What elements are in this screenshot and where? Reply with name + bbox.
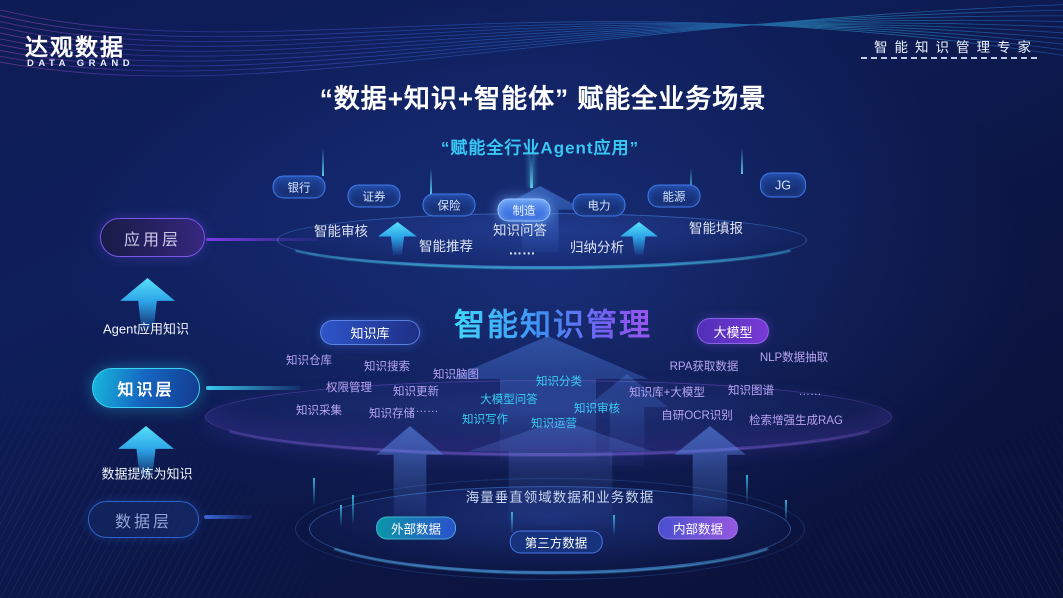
data-caption: 海量垂直领域数据和业务数据 [465, 490, 655, 505]
caption-data-knowledge: 数据提炼为知识 [101, 466, 193, 482]
caption-agent-knowledge: Agent应用知识 [103, 321, 189, 337]
knowledge-keyword-cyan: 知识审核 [574, 403, 620, 415]
industry-pill-highlighted: 制造 [497, 198, 551, 222]
layer-pill-application: 应用层 [100, 218, 205, 257]
industry-pill: 证券 [347, 184, 401, 208]
app-function: 智能审核 [314, 224, 368, 239]
knowledge-keyword-ellipsis: …… [415, 403, 439, 415]
knowledge-keyword-cyan: 知识运营 [531, 415, 577, 431]
data-source-pill: 第三方数据 [509, 530, 603, 554]
knowledge-title: 智能知识管理 [454, 300, 652, 345]
knowledge-keyword: 检索增强生成RAG [749, 415, 843, 427]
tick-line [340, 505, 342, 527]
connector-line-knowledge [206, 386, 301, 390]
knowledge-keyword: 知识仓库 [286, 355, 332, 367]
knowledge-keyword: 自研OCR识别 [661, 410, 733, 422]
tick-line [511, 512, 513, 534]
industry-pill: 电力 [572, 193, 626, 217]
tagline: 智能知识管理专家 [874, 40, 1038, 55]
logo-cn: 达观数据 [25, 34, 125, 60]
connector-line-data [204, 515, 252, 519]
knowledge-keyword: 知识脑图 [433, 369, 479, 381]
knowledge-keyword: 知识搜索 [364, 361, 410, 373]
drop-line-center [530, 150, 533, 188]
app-function-ellipsis: …… [508, 242, 536, 258]
knowledge-keyword: 知识库+大模型 [629, 387, 705, 399]
knowledge-keyword: NLP数据抽取 [759, 352, 829, 364]
industry-pill: 银行 [272, 175, 326, 199]
tick-line [746, 475, 748, 503]
knowledge-keyword-cyan: 知识写作 [462, 414, 508, 426]
app-function: 智能填报 [689, 221, 743, 236]
logo-en: DATA GRAND [27, 58, 135, 69]
tick-line [313, 478, 315, 506]
layer-pill-knowledge: 知识层 [92, 368, 200, 408]
application-ellipse-glow [277, 213, 809, 269]
knowledge-keyword-cyan: 大模型问答 [480, 394, 538, 406]
data-source-pill: 外部数据 [375, 516, 457, 540]
app-function: 归纳分析 [570, 240, 624, 255]
app-function: 智能推荐 [419, 239, 473, 254]
industry-pill: JG [760, 172, 806, 198]
page-subtitle: “赋能全行业Agent应用” [440, 138, 640, 158]
knowledge-base-pill: 知识库 [320, 320, 420, 345]
industry-pill: 保险 [422, 193, 476, 217]
knowledge-keyword: RPA获取数据 [669, 361, 739, 373]
knowledge-keyword: 知识更新 [393, 386, 439, 398]
knowledge-keyword: 知识图谱 [728, 385, 774, 397]
knowledge-keyword: 知识存储 [369, 408, 415, 420]
data-source-pill: 内部数据 [657, 516, 739, 540]
data-ellipse-outer-ring [295, 478, 805, 580]
knowledge-keyword: 权限管理 [326, 382, 372, 394]
industry-pill: 能源 [647, 184, 701, 208]
top-wave-lines [0, 4, 1063, 77]
drop-line [741, 148, 743, 174]
large-model-pill: 大模型 [697, 318, 769, 344]
knowledge-keyword-cyan: 知识分类 [536, 376, 582, 388]
tagline-underline [861, 57, 1037, 59]
knowledge-keyword-ellipsis: …… [798, 386, 822, 398]
drop-line [430, 168, 432, 194]
page-title: “数据+知识+智能体” 赋能全业务场景 [319, 83, 767, 114]
tick-line [613, 515, 615, 535]
tick-line [785, 500, 787, 522]
layer-pill-data: 数据层 [88, 501, 199, 538]
knowledge-keyword: 知识采集 [296, 405, 342, 417]
tick-line [352, 495, 354, 525]
drop-line [690, 168, 692, 192]
app-function: 知识问答 [493, 223, 547, 238]
connector-line-application [206, 238, 318, 241]
knowledge-ellipse-glow [205, 380, 894, 456]
data-ellipse-glow [309, 486, 793, 574]
drop-line [322, 148, 324, 176]
